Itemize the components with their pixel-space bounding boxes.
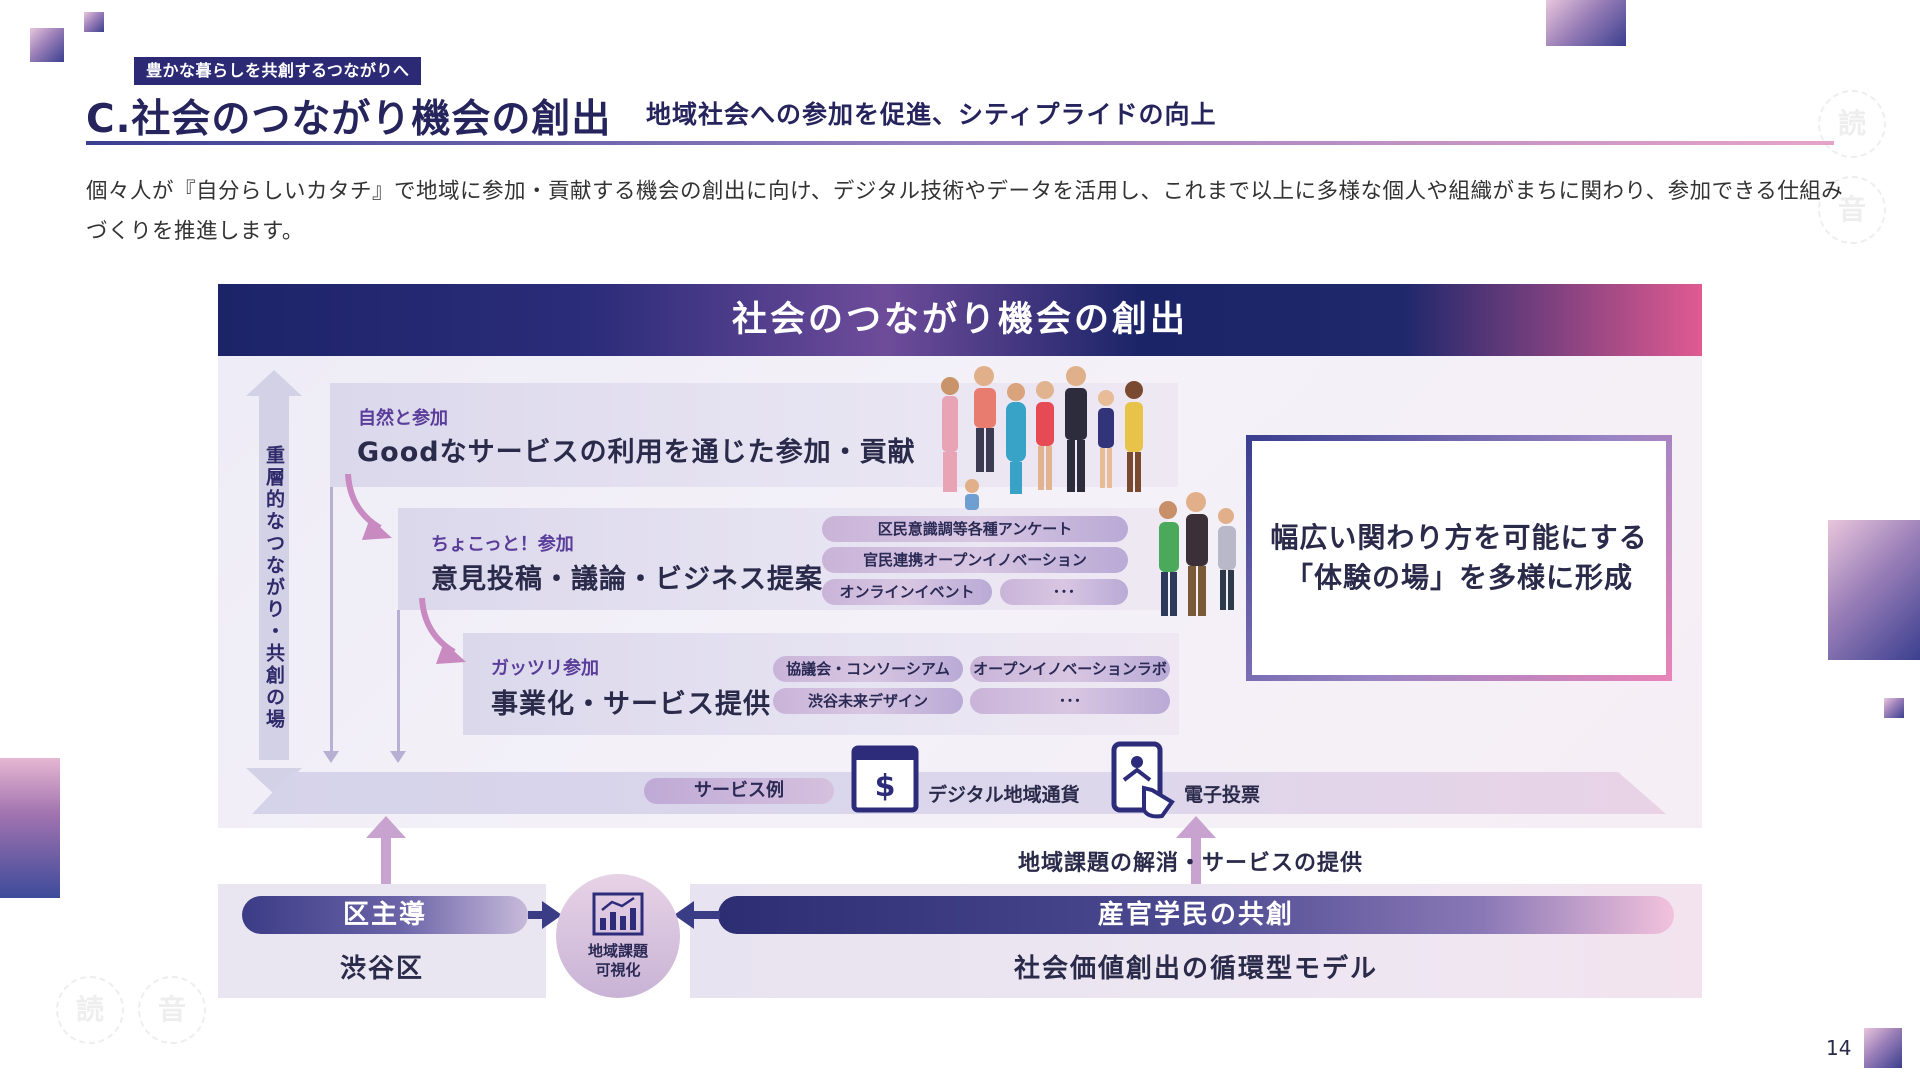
up-arrow-icon bbox=[366, 816, 406, 838]
service-example-label: サービス例 bbox=[644, 778, 834, 804]
diagram-heading: 社会のつながり機会の創出 bbox=[218, 284, 1702, 356]
tagline-badge: 豊かな暮らしを共創するつながりへ bbox=[134, 57, 422, 85]
tag-open-innovation: 官民連携オープンイノベーション bbox=[822, 547, 1128, 573]
decor-square bbox=[30, 28, 64, 62]
tag-survey: 区民意識調等各種アンケート bbox=[822, 516, 1128, 542]
service-platform bbox=[252, 772, 1666, 814]
decor-square bbox=[0, 758, 60, 898]
level-natural-tag: 自然と参加 bbox=[358, 408, 448, 429]
hub-label-line-2: 可視化 bbox=[595, 961, 641, 979]
tag-future-design: 渋谷未来デザイン bbox=[773, 688, 963, 714]
decor-square bbox=[1828, 520, 1920, 660]
tag-more: ･･･ bbox=[970, 688, 1170, 714]
callout-line-1: 幅広い関わり方を可能にする bbox=[1270, 521, 1648, 554]
decor-square bbox=[1884, 698, 1904, 718]
arrow-left-icon bbox=[674, 901, 720, 929]
page-subtitle: 地域社会への参加を促進、シティプライドの向上 bbox=[646, 100, 1217, 129]
watermark-read-icon: 読 bbox=[56, 976, 124, 1044]
hub-label: 地域課題 可視化 bbox=[556, 942, 680, 980]
decor-square bbox=[84, 12, 104, 32]
page-number: 14 bbox=[1826, 1036, 1852, 1060]
issue-solution-caption: 地域課題の解消・サービスの提供 bbox=[1018, 851, 1364, 876]
down-arrow-line bbox=[330, 487, 333, 751]
vertical-label: 重層的なつながり・共創の場 bbox=[263, 445, 285, 731]
tag-consortium: 協議会・コンソーシアム bbox=[773, 656, 963, 682]
co-creation-bar: 産官学民の共創 bbox=[718, 896, 1674, 934]
watermark-audio-icon: 音 bbox=[1818, 176, 1886, 244]
curve-arrow-icon bbox=[419, 597, 466, 664]
ward-name: 渋谷区 bbox=[339, 954, 424, 984]
people-illustration bbox=[941, 366, 1236, 616]
service-digital-currency: デジタル地域通貨 bbox=[928, 784, 1080, 806]
chart-analytics-icon bbox=[592, 892, 644, 936]
level-natural-title: Goodなサービスの利用を通じた参加・貢献 bbox=[357, 437, 916, 468]
curve-arrow-icon bbox=[345, 473, 392, 540]
up-arrow-shaft bbox=[1191, 838, 1201, 896]
tag-online-event: オンラインイベント bbox=[822, 579, 992, 605]
experience-callout: 幅広い関わり方を可能にする 「体験の場」を多様に形成 bbox=[1246, 435, 1672, 681]
ward-led-bar: 区主導 bbox=[242, 896, 528, 934]
watermark-read-icon: 読 bbox=[1818, 90, 1886, 158]
svg-text:$: $ bbox=[875, 769, 896, 804]
down-arrow-line bbox=[397, 610, 400, 751]
level-committed bbox=[463, 633, 1179, 735]
down-arrow-icon bbox=[323, 751, 339, 763]
arrow-right-icon bbox=[528, 901, 562, 929]
up-arrow-icon bbox=[1176, 816, 1216, 838]
down-arrow-icon bbox=[390, 751, 406, 763]
level-casual-tag: ちょこっと！参加 bbox=[431, 534, 574, 555]
hub-label-line-1: 地域課題 bbox=[587, 942, 648, 960]
digital-currency-icon: $ bbox=[851, 745, 919, 813]
level-casual-title: 意見投稿・議論・ビジネス提案 bbox=[431, 564, 823, 595]
title-divider bbox=[86, 141, 1834, 145]
tag-innovation-lab: オープンイノベーションラボ bbox=[970, 656, 1170, 682]
service-e-voting: 電子投票 bbox=[1184, 784, 1261, 806]
callout-line-2: 「体験の場」を多様に形成 bbox=[1284, 561, 1633, 594]
e-voting-icon bbox=[1111, 741, 1175, 819]
intro-paragraph: 個々人が『自分らしいカタチ』で地域に参加・貢献する機会の創出に向け、デジタル技術… bbox=[86, 179, 1844, 244]
co-creation-model: 社会価値創出の循環型モデル bbox=[1013, 954, 1378, 984]
decor-square bbox=[1864, 1028, 1902, 1068]
level-committed-tag: ガッツリ参加 bbox=[491, 658, 599, 679]
tag-more: ･･･ bbox=[1000, 579, 1128, 605]
page-title: C.社会のつながり機会の創出 bbox=[86, 97, 612, 142]
level-committed-title: 事業化・サービス提供 bbox=[491, 689, 771, 720]
decor-square bbox=[1546, 0, 1626, 46]
vertical-arrow-shaft bbox=[259, 390, 289, 760]
watermark-audio-icon: 音 bbox=[138, 976, 206, 1044]
up-arrow-shaft bbox=[381, 838, 391, 896]
